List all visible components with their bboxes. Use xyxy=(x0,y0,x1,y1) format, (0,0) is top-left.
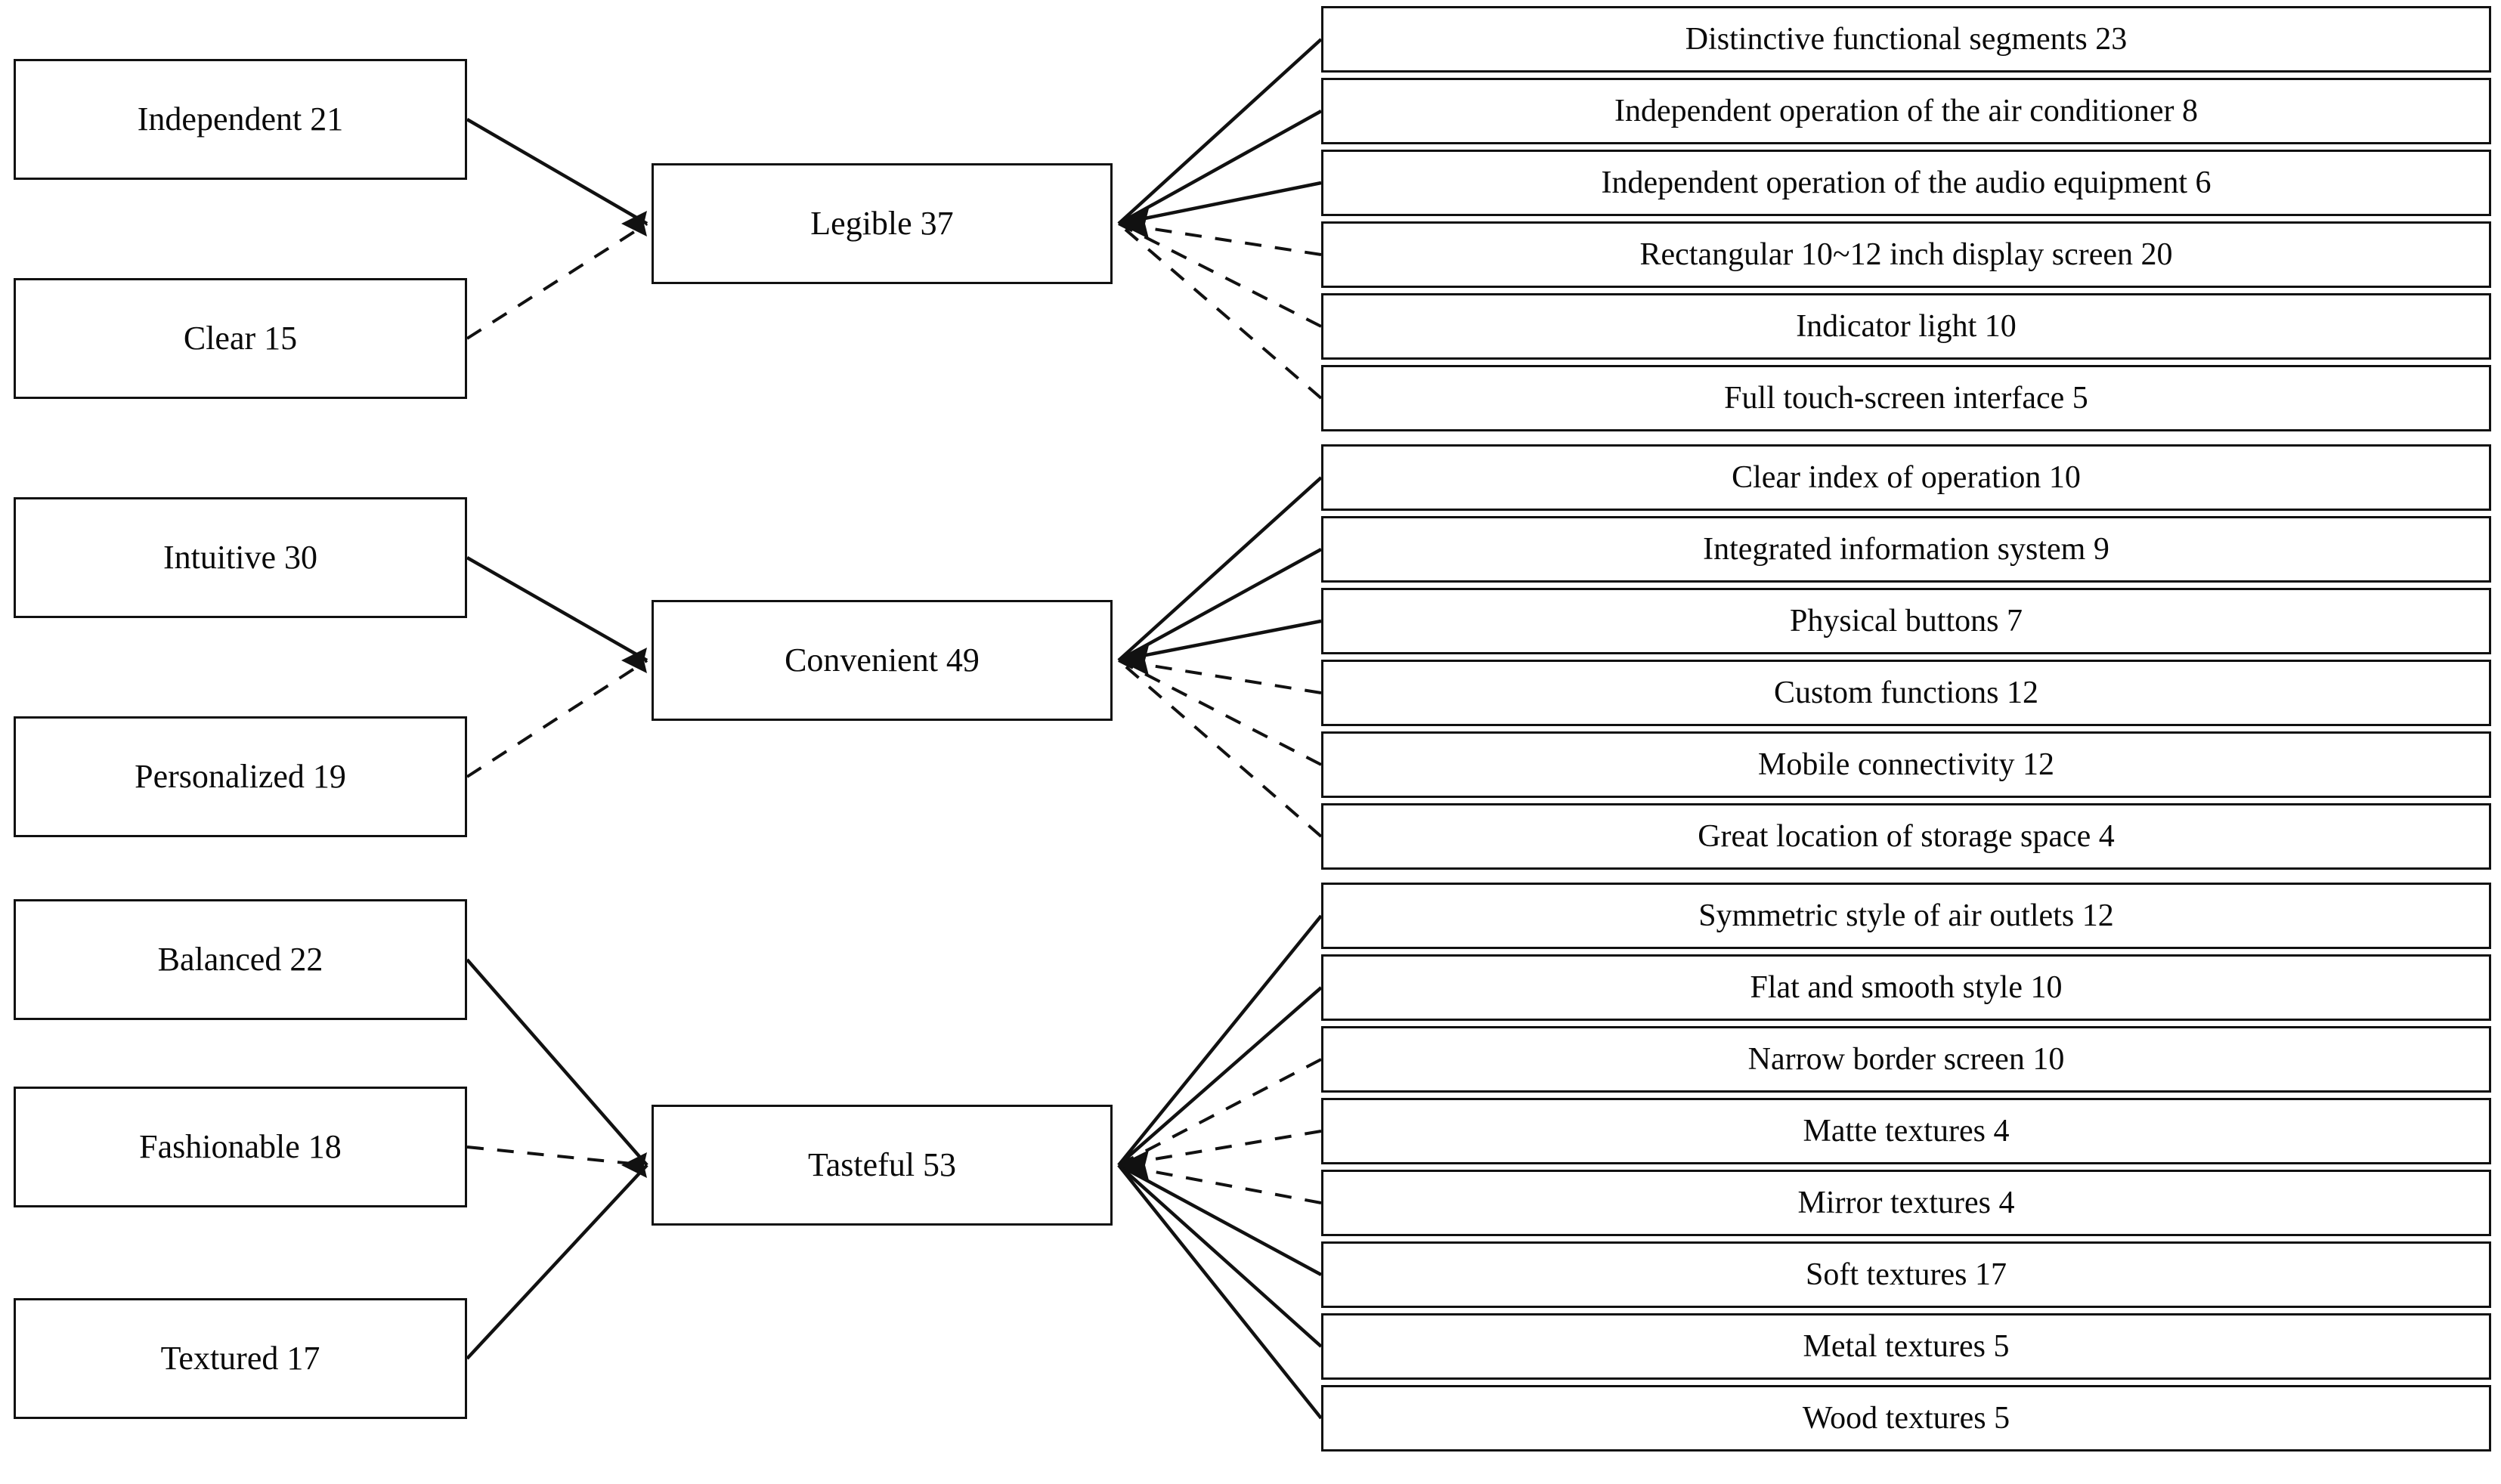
attribute-label: Metal textures 5 xyxy=(1803,1328,2010,1364)
attribute-label: Soft textures 17 xyxy=(1806,1257,2007,1292)
edge-l3-1-to-legible xyxy=(1117,110,1323,225)
attribute-box[interactable]: Matte textures 4 xyxy=(1321,1098,2491,1164)
attribute-label: Clear index of operation 10 xyxy=(1732,459,2081,495)
edge-l3-19-to-tasteful xyxy=(1117,1164,1323,1420)
attribute-box[interactable]: Flat and smooth style 10 xyxy=(1321,954,2491,1021)
attribute-label: Physical buttons 7 xyxy=(1789,603,2023,638)
node-personalized[interactable]: Personalized 19 xyxy=(14,716,467,837)
edge-l1-l2-6 xyxy=(466,1164,648,1360)
edge-l1-l2-3 xyxy=(466,659,648,778)
edge-l1-l2-0 xyxy=(466,118,648,225)
edge-l1-l2-5 xyxy=(466,1145,648,1167)
attribute-box[interactable]: Narrow border screen 10 xyxy=(1321,1026,2491,1093)
edge-l3-10-to-convenient xyxy=(1118,659,1322,766)
arrowhead-fan-tasteful xyxy=(1119,1150,1149,1180)
attribute-box[interactable]: Rectangular 10~12 inch display screen 20 xyxy=(1321,221,2491,288)
edge-l1-l2-2 xyxy=(466,556,648,662)
attribute-box[interactable]: Integrated information system 9 xyxy=(1321,516,2491,583)
attribute-label: Matte textures 4 xyxy=(1803,1113,2010,1149)
node-label: Fashionable 18 xyxy=(139,1127,342,1165)
edge-l3-5-to-legible xyxy=(1117,222,1323,400)
edge-l3-17-to-tasteful xyxy=(1117,1164,1323,1276)
node-label: Clear 15 xyxy=(183,319,298,357)
node-fashionable[interactable]: Fashionable 18 xyxy=(14,1087,467,1207)
attribute-box[interactable]: Distinctive functional segments 23 xyxy=(1321,6,2491,73)
node-clear[interactable]: Clear 15 xyxy=(14,278,467,399)
node-balanced[interactable]: Balanced 22 xyxy=(14,899,467,1020)
attribute-box[interactable]: Full touch-screen interface 5 xyxy=(1321,365,2491,431)
arrowhead-into-convenient xyxy=(621,648,647,673)
attribute-label: Flat and smooth style 10 xyxy=(1750,969,2063,1005)
edge-l3-6-to-convenient xyxy=(1117,476,1323,662)
attribute-box[interactable]: Mirror textures 4 xyxy=(1321,1170,2491,1236)
node-label: Convenient 49 xyxy=(785,641,980,679)
edge-l3-9-to-convenient xyxy=(1118,659,1322,694)
edge-l1-l2-4 xyxy=(466,958,648,1167)
arrowhead-into-legible xyxy=(621,211,647,237)
attribute-box[interactable]: Symmetric style of air outlets 12 xyxy=(1321,883,2491,949)
attribute-box[interactable]: Custom functions 12 xyxy=(1321,660,2491,726)
attribute-label: Rectangular 10~12 inch display screen 20 xyxy=(1639,237,2173,272)
edge-l3-18-to-tasteful xyxy=(1117,1164,1323,1348)
attribute-label: Independent operation of the audio equip… xyxy=(1601,165,2212,200)
edge-l3-11-to-convenient xyxy=(1117,659,1323,838)
edge-l3-2-to-legible xyxy=(1118,181,1322,226)
attribute-label: Distinctive functional segments 23 xyxy=(1685,21,2128,57)
attribute-box[interactable]: Great location of storage space 4 xyxy=(1321,803,2491,870)
edge-l3-0-to-legible xyxy=(1117,38,1323,225)
arrowhead-fan-legible xyxy=(1119,209,1149,239)
edge-l3-14-to-tasteful xyxy=(1118,1058,1322,1167)
node-label: Intuitive 30 xyxy=(163,538,318,576)
node-label: Legible 37 xyxy=(810,204,954,242)
attribute-label: Integrated information system 9 xyxy=(1703,531,2109,567)
attribute-label: Full touch-screen interface 5 xyxy=(1724,380,2088,416)
edge-l3-16-to-tasteful xyxy=(1118,1164,1322,1204)
attribute-box[interactable]: Metal textures 5 xyxy=(1321,1313,2491,1380)
attribute-box[interactable]: Independent operation of the air conditi… xyxy=(1321,78,2491,144)
attribute-label: Great location of storage space 4 xyxy=(1698,818,2115,854)
edge-l3-12-to-tasteful xyxy=(1117,914,1323,1167)
attribute-label: Symmetric style of air outlets 12 xyxy=(1698,898,2114,933)
edge-l1-l2-1 xyxy=(466,222,648,340)
edge-l3-3-to-legible xyxy=(1118,222,1322,256)
node-tasteful[interactable]: Tasteful 53 xyxy=(652,1105,1113,1226)
attribute-box[interactable]: Indicator light 10 xyxy=(1321,293,2491,360)
node-independent[interactable]: Independent 21 xyxy=(14,59,467,180)
node-textured[interactable]: Textured 17 xyxy=(14,1298,467,1419)
edge-l3-13-to-tasteful xyxy=(1117,986,1323,1167)
attribute-box[interactable]: Mobile connectivity 12 xyxy=(1321,731,2491,798)
attribute-box[interactable]: Physical buttons 7 xyxy=(1321,588,2491,654)
attribute-label: Independent operation of the air conditi… xyxy=(1614,93,2199,128)
attribute-box[interactable]: Clear index of operation 10 xyxy=(1321,444,2491,511)
arrowhead-into-tasteful xyxy=(621,1152,647,1178)
node-label: Personalized 19 xyxy=(135,757,346,795)
node-legible[interactable]: Legible 37 xyxy=(652,163,1113,284)
edge-l3-8-to-convenient xyxy=(1118,619,1322,663)
edge-l3-15-to-tasteful xyxy=(1118,1130,1322,1167)
attribute-label: Indicator light 10 xyxy=(1796,308,2017,344)
attribute-label: Wood textures 5 xyxy=(1802,1400,2010,1436)
node-label: Independent 21 xyxy=(137,100,344,138)
node-intuitive[interactable]: Intuitive 30 xyxy=(14,497,467,618)
arrowhead-fan-convenient xyxy=(1119,645,1149,676)
attribute-box[interactable]: Independent operation of the audio equip… xyxy=(1321,150,2491,216)
attribute-label: Mirror textures 4 xyxy=(1797,1185,2015,1220)
attribute-box[interactable]: Soft textures 17 xyxy=(1321,1241,2491,1308)
node-convenient[interactable]: Convenient 49 xyxy=(652,600,1113,721)
attribute-box[interactable]: Wood textures 5 xyxy=(1321,1385,2491,1452)
node-label: Tasteful 53 xyxy=(807,1145,957,1183)
node-label: Textured 17 xyxy=(160,1339,320,1377)
edge-l3-7-to-convenient xyxy=(1117,548,1323,662)
edge-l3-4-to-legible xyxy=(1118,222,1322,328)
attribute-label: Mobile connectivity 12 xyxy=(1758,747,2054,782)
attribute-label: Narrow border screen 10 xyxy=(1747,1041,2065,1077)
node-label: Balanced 22 xyxy=(157,940,323,978)
attribute-label: Custom functions 12 xyxy=(1773,675,2038,710)
